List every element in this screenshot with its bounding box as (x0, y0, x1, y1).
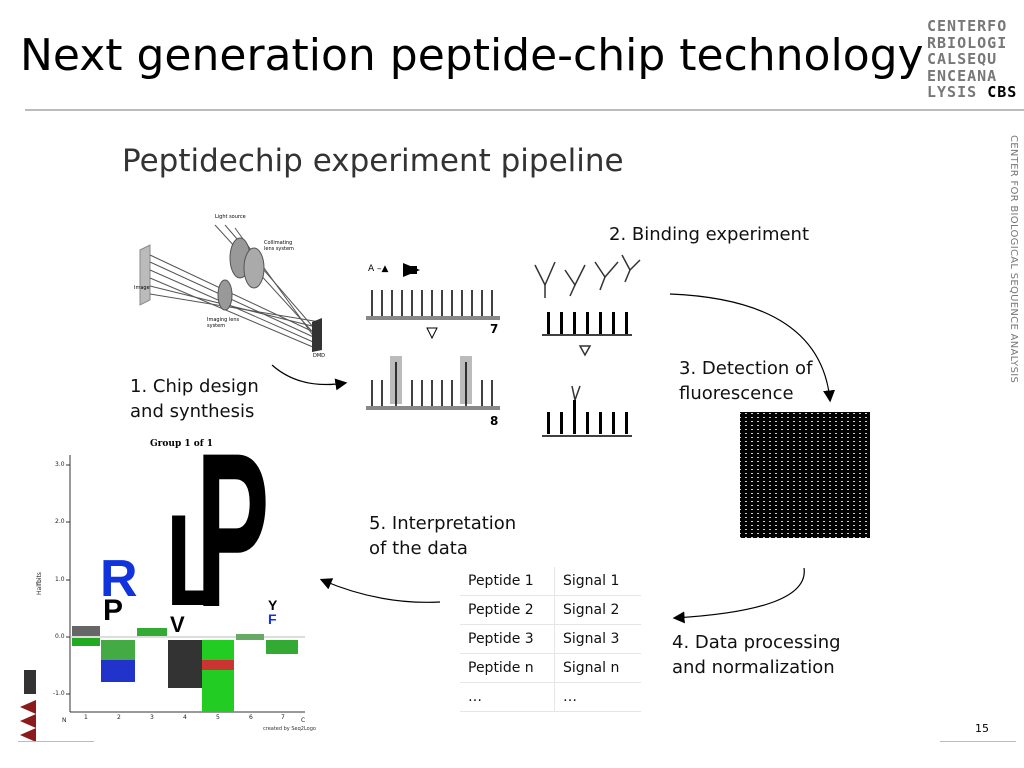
x-tick-label: 3 (150, 714, 154, 721)
pipeline-title: Peptidechip experiment pipeline (122, 143, 624, 179)
logo-letter: P (196, 420, 269, 640)
step-detection: 3. Detection of fluorescence (679, 356, 812, 406)
logo-letter: P (103, 596, 123, 626)
slide-title: Next generation peptide-chip technology (20, 30, 924, 81)
side-organization-text: CENTER FOR BIOLOGICAL SEQUENCE ANALYSIS (1008, 135, 1019, 383)
panel-7-label: 7 (490, 322, 498, 336)
title-divider (25, 109, 1024, 111)
x-tick-label: C (301, 717, 305, 724)
logo-letter: F (268, 612, 277, 626)
y-tick-label: 1.0 (55, 576, 65, 583)
optics-label-collimating: Collimating lens system (264, 240, 294, 252)
x-tick-label: 4 (183, 714, 187, 721)
logo-abbr: CBS (987, 83, 1017, 101)
peptide-strands (547, 312, 628, 434)
synthesis-reaction-label: A –▲ (368, 264, 388, 274)
chip-panel-7 (366, 263, 500, 338)
optics-label-imaging-lens: Imaging lens system (207, 317, 239, 329)
step-processing: 4. Data processing and normalization (672, 630, 841, 680)
y-tick-label: -1.0 (53, 690, 65, 697)
optics-label-dmd: DMD (313, 353, 325, 359)
sequence-logo-ylabel: Halfbits (36, 572, 43, 595)
logo-letter: Y (268, 598, 277, 612)
optics-label-light-source: Light source (215, 214, 246, 220)
x-tick-label: 6 (249, 714, 253, 721)
y-tick-label: 0.0 (55, 633, 65, 640)
logo-line: RBIOLOGI (927, 35, 1017, 52)
logo-line: CALSEQU (927, 51, 1017, 68)
logo-line: CENTERFO (927, 18, 1017, 35)
step-binding: 2. Binding experiment (609, 222, 809, 247)
chip-panel-8 (366, 356, 500, 410)
antibody-illustration (535, 255, 640, 436)
optics-label-image: Image (134, 285, 150, 291)
optics-illustration (140, 225, 322, 352)
logo-letter: V (170, 614, 185, 636)
step-interpretation: 5. Interpretation of the data (369, 511, 516, 561)
logo-line: LYSIS CBS (927, 84, 1017, 101)
table-row: …… (460, 683, 641, 712)
x-tick-label: 2 (117, 714, 121, 721)
cbs-logo: CENTERFO RBIOLOGI CALSEQU ENCEANA LYSIS … (927, 18, 1017, 101)
x-tick-label: 7 (281, 714, 285, 721)
footer-rule-right (940, 741, 1016, 742)
x-tick-label: 1 (84, 714, 88, 721)
panel-8-label: 8 (490, 414, 498, 428)
x-tick-label: N (62, 717, 67, 724)
footer-rule-left (18, 741, 94, 742)
fluorescence-image (740, 412, 870, 538)
y-tick-label: 2.0 (55, 518, 65, 525)
sequence-logo-footer: created by Seq2Logo (263, 726, 316, 732)
logo-line: ENCEANA (927, 68, 1017, 85)
x-tick-label: 5 (216, 714, 220, 721)
page-number: 15 (975, 722, 989, 735)
y-tick-label: 3.0 (55, 461, 65, 468)
